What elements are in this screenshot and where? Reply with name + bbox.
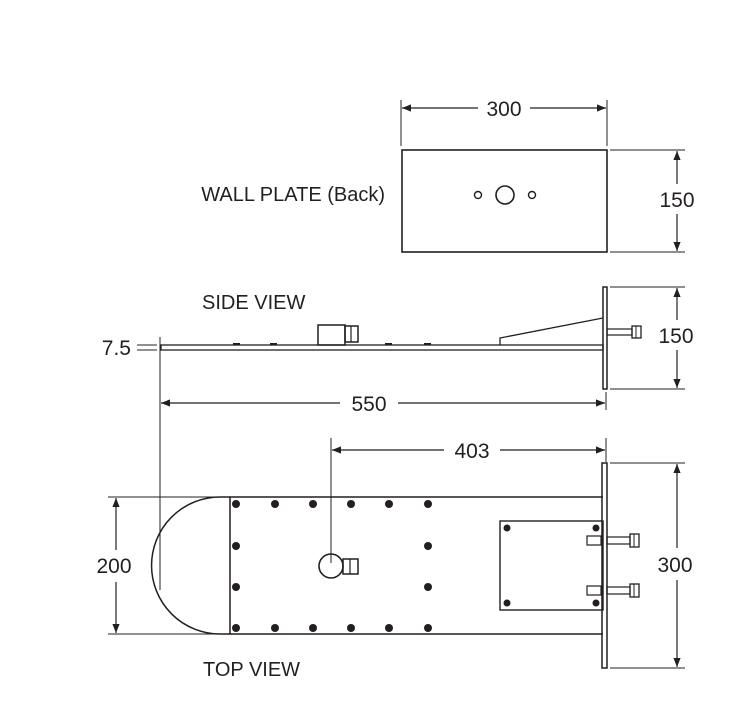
- wall-plate-edge: [601, 462, 608, 669]
- mounting-hole: [473, 190, 483, 200]
- dim-overall-length: 550: [351, 393, 386, 416]
- dim-pivot-offset: 403: [454, 440, 489, 463]
- wall-plate-outline: [401, 149, 608, 253]
- wall-bolt: [606, 328, 633, 336]
- dim-top-plate-height: 300: [657, 554, 692, 577]
- wall-plate-edge: [602, 286, 608, 390]
- gusset: [499, 317, 604, 345]
- wall-bolt: [586, 533, 640, 548]
- gusset-plate: [499, 520, 604, 611]
- top-view-label: TOP VIEW: [203, 659, 300, 681]
- pivot-block: [317, 324, 346, 346]
- wall-plate-view: 300 WALL PLATE (Back) 150: [201, 98, 695, 253]
- center-hole: [495, 185, 515, 205]
- dim-thickness: 7.5: [102, 337, 131, 360]
- arm-plate: [229, 496, 603, 635]
- gusset-rivets: [503, 524, 600, 607]
- wall-plate-label: WALL PLATE (Back): [201, 184, 385, 206]
- rivets: [232, 500, 432, 632]
- top-view: 403: [96, 438, 693, 681]
- rounded-end: [150, 496, 230, 635]
- dim-wall-plate-height: 150: [659, 189, 694, 212]
- dim-side-height: 150: [658, 325, 693, 348]
- mounting-hole: [527, 190, 537, 200]
- side-view-label: SIDE VIEW: [202, 292, 305, 314]
- dim-top-width: 200: [96, 555, 131, 578]
- base-bar: [160, 344, 604, 351]
- side-view: SIDE VIEW 7.5 150: [102, 286, 694, 590]
- wall-bolt: [586, 583, 640, 598]
- dim-wall-plate-width: 300: [486, 98, 521, 121]
